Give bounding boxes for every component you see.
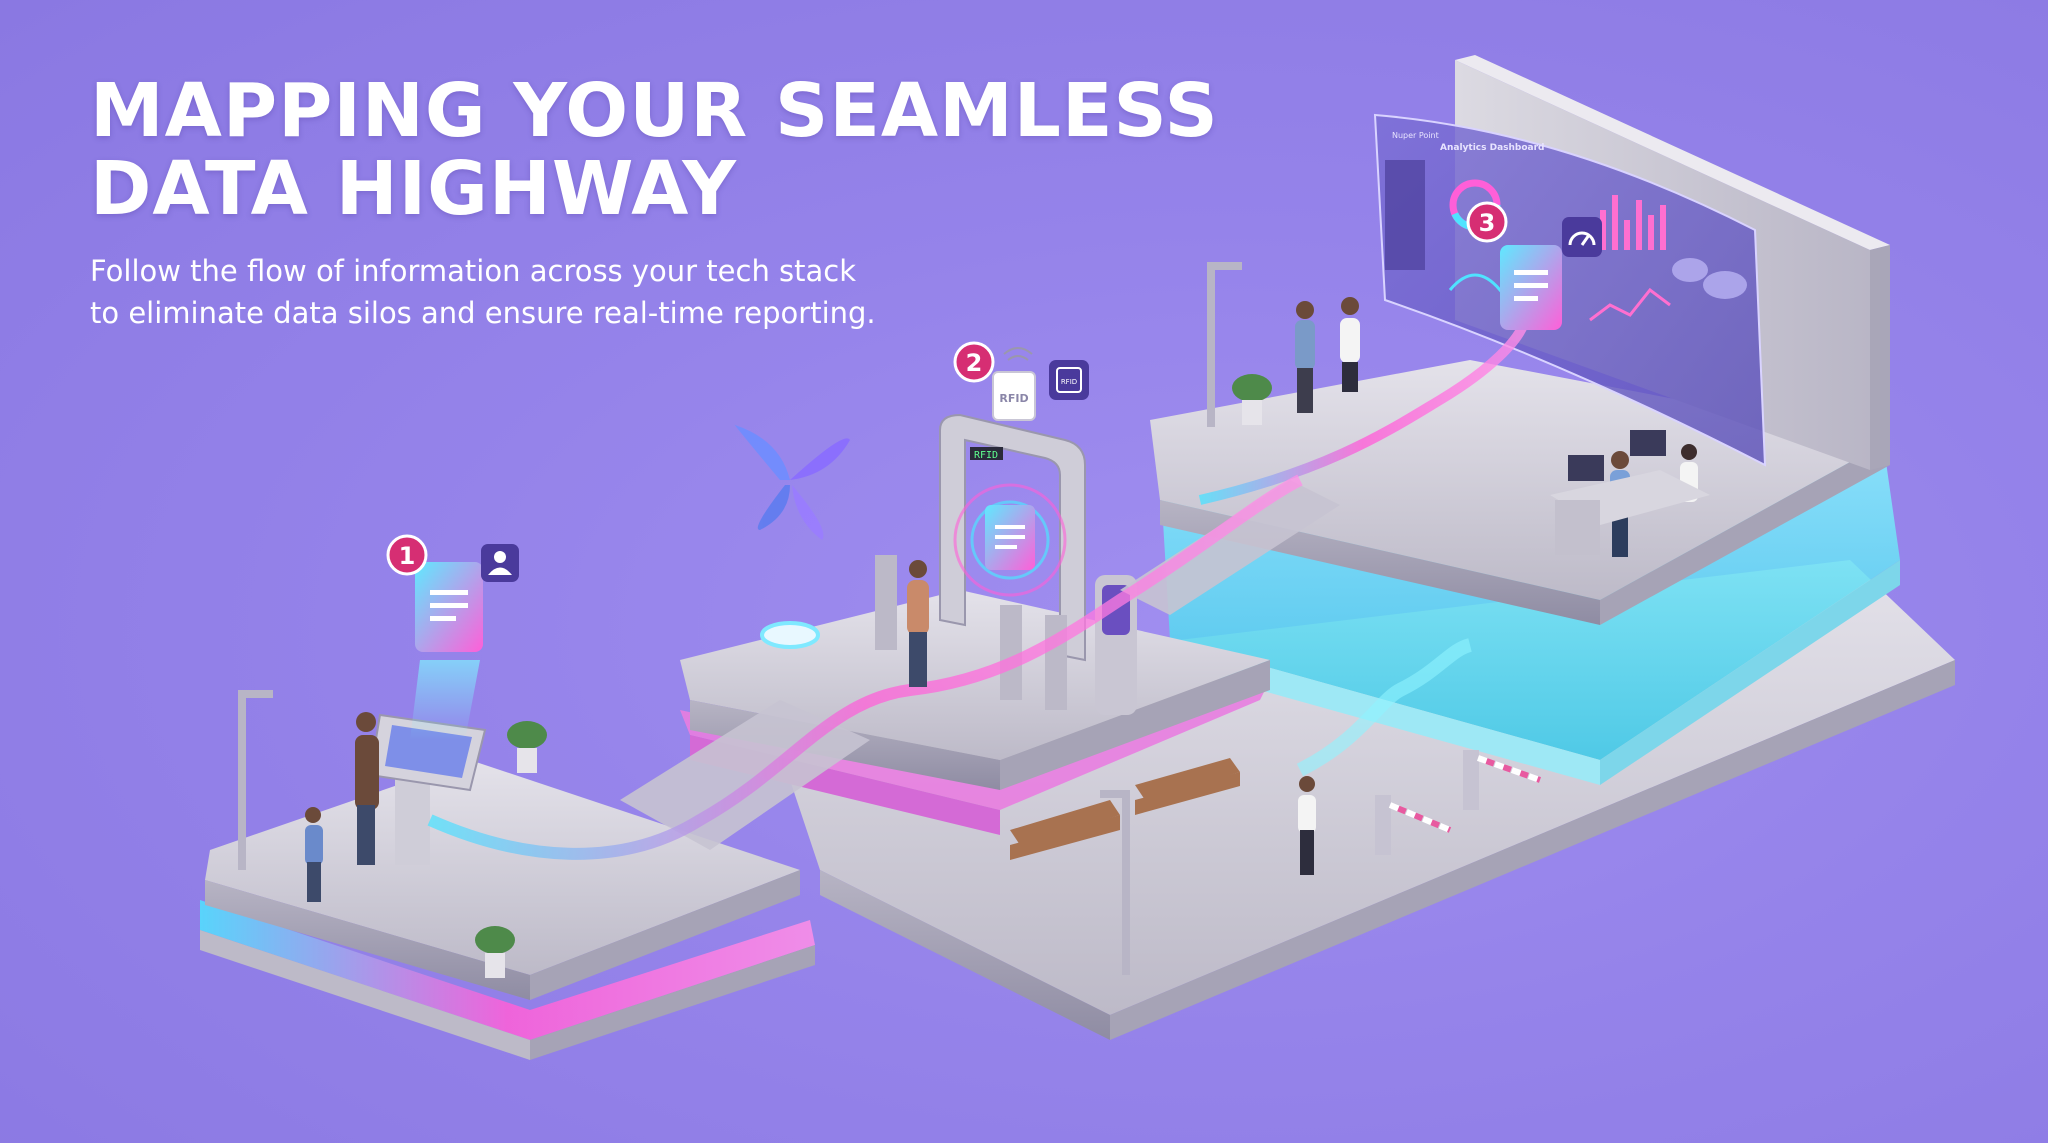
document-icon-step-2: [985, 505, 1035, 570]
world-map-graphic: [1672, 258, 1747, 299]
ramp-right: [1120, 480, 1340, 615]
butterfly-logo: [734, 424, 850, 540]
dashboard-bar-chart: [1600, 195, 1666, 250]
rfid-icon: RFID: [992, 347, 1036, 421]
step-3-badge: 3: [1466, 201, 1508, 243]
page-subtitle: Follow the flow of information across yo…: [90, 250, 876, 334]
svg-text:3: 3: [1479, 209, 1496, 237]
data-stream-main: [427, 474, 1303, 860]
rfid-badge-tile: RFID: [1049, 360, 1089, 400]
step-1-badge: 1: [386, 534, 428, 576]
hologram-beam-step-1: [410, 660, 480, 740]
analytics-tier-platform: [1150, 360, 1900, 785]
page-title: MAPPING YOUR SEAMLESS DATA HIGHWAY: [90, 72, 1219, 228]
user-icon: [481, 544, 519, 582]
data-stream-upper: [1198, 318, 1530, 505]
kiosk-platform: [200, 760, 815, 1060]
data-pipe-lower: [1296, 638, 1473, 777]
document-icon-step-1: [415, 562, 483, 652]
potted-plants: [475, 374, 1272, 978]
hologram-pad: [760, 621, 820, 649]
parking-barriers: [1375, 750, 1542, 855]
analytics-dashboard-screen: Nuper Point Analytics Dashboard: [1373, 113, 1767, 467]
benches: [1010, 758, 1240, 860]
lamp-posts: [238, 262, 1242, 975]
dashboard-title: Analytics Dashboard: [1440, 143, 1545, 153]
dashboard-brand: Nuper Point: [1392, 131, 1439, 140]
gauge-icon: [1562, 217, 1602, 257]
document-icon-step-3: [1500, 245, 1562, 330]
title-line-2: DATA HIGHWAY: [90, 146, 737, 232]
svg-text:RFID: RFID: [999, 392, 1028, 405]
subtitle-line-1: Follow the flow of information across yo…: [90, 254, 857, 288]
gate-display: [970, 447, 1003, 460]
step-2-badge: 2: [953, 341, 995, 383]
svg-text:2: 2: [966, 349, 983, 377]
svg-text:RFID: RFID: [1061, 378, 1077, 386]
title-line-1: MAPPING YOUR SEAMLESS: [90, 68, 1219, 154]
people: [305, 297, 1698, 902]
subtitle-line-2: to eliminate data silos and ensure real-…: [90, 296, 876, 330]
svg-text:RFID: RFID: [974, 450, 998, 461]
svg-text:1: 1: [399, 542, 416, 570]
operator-desk: [1550, 430, 1710, 555]
